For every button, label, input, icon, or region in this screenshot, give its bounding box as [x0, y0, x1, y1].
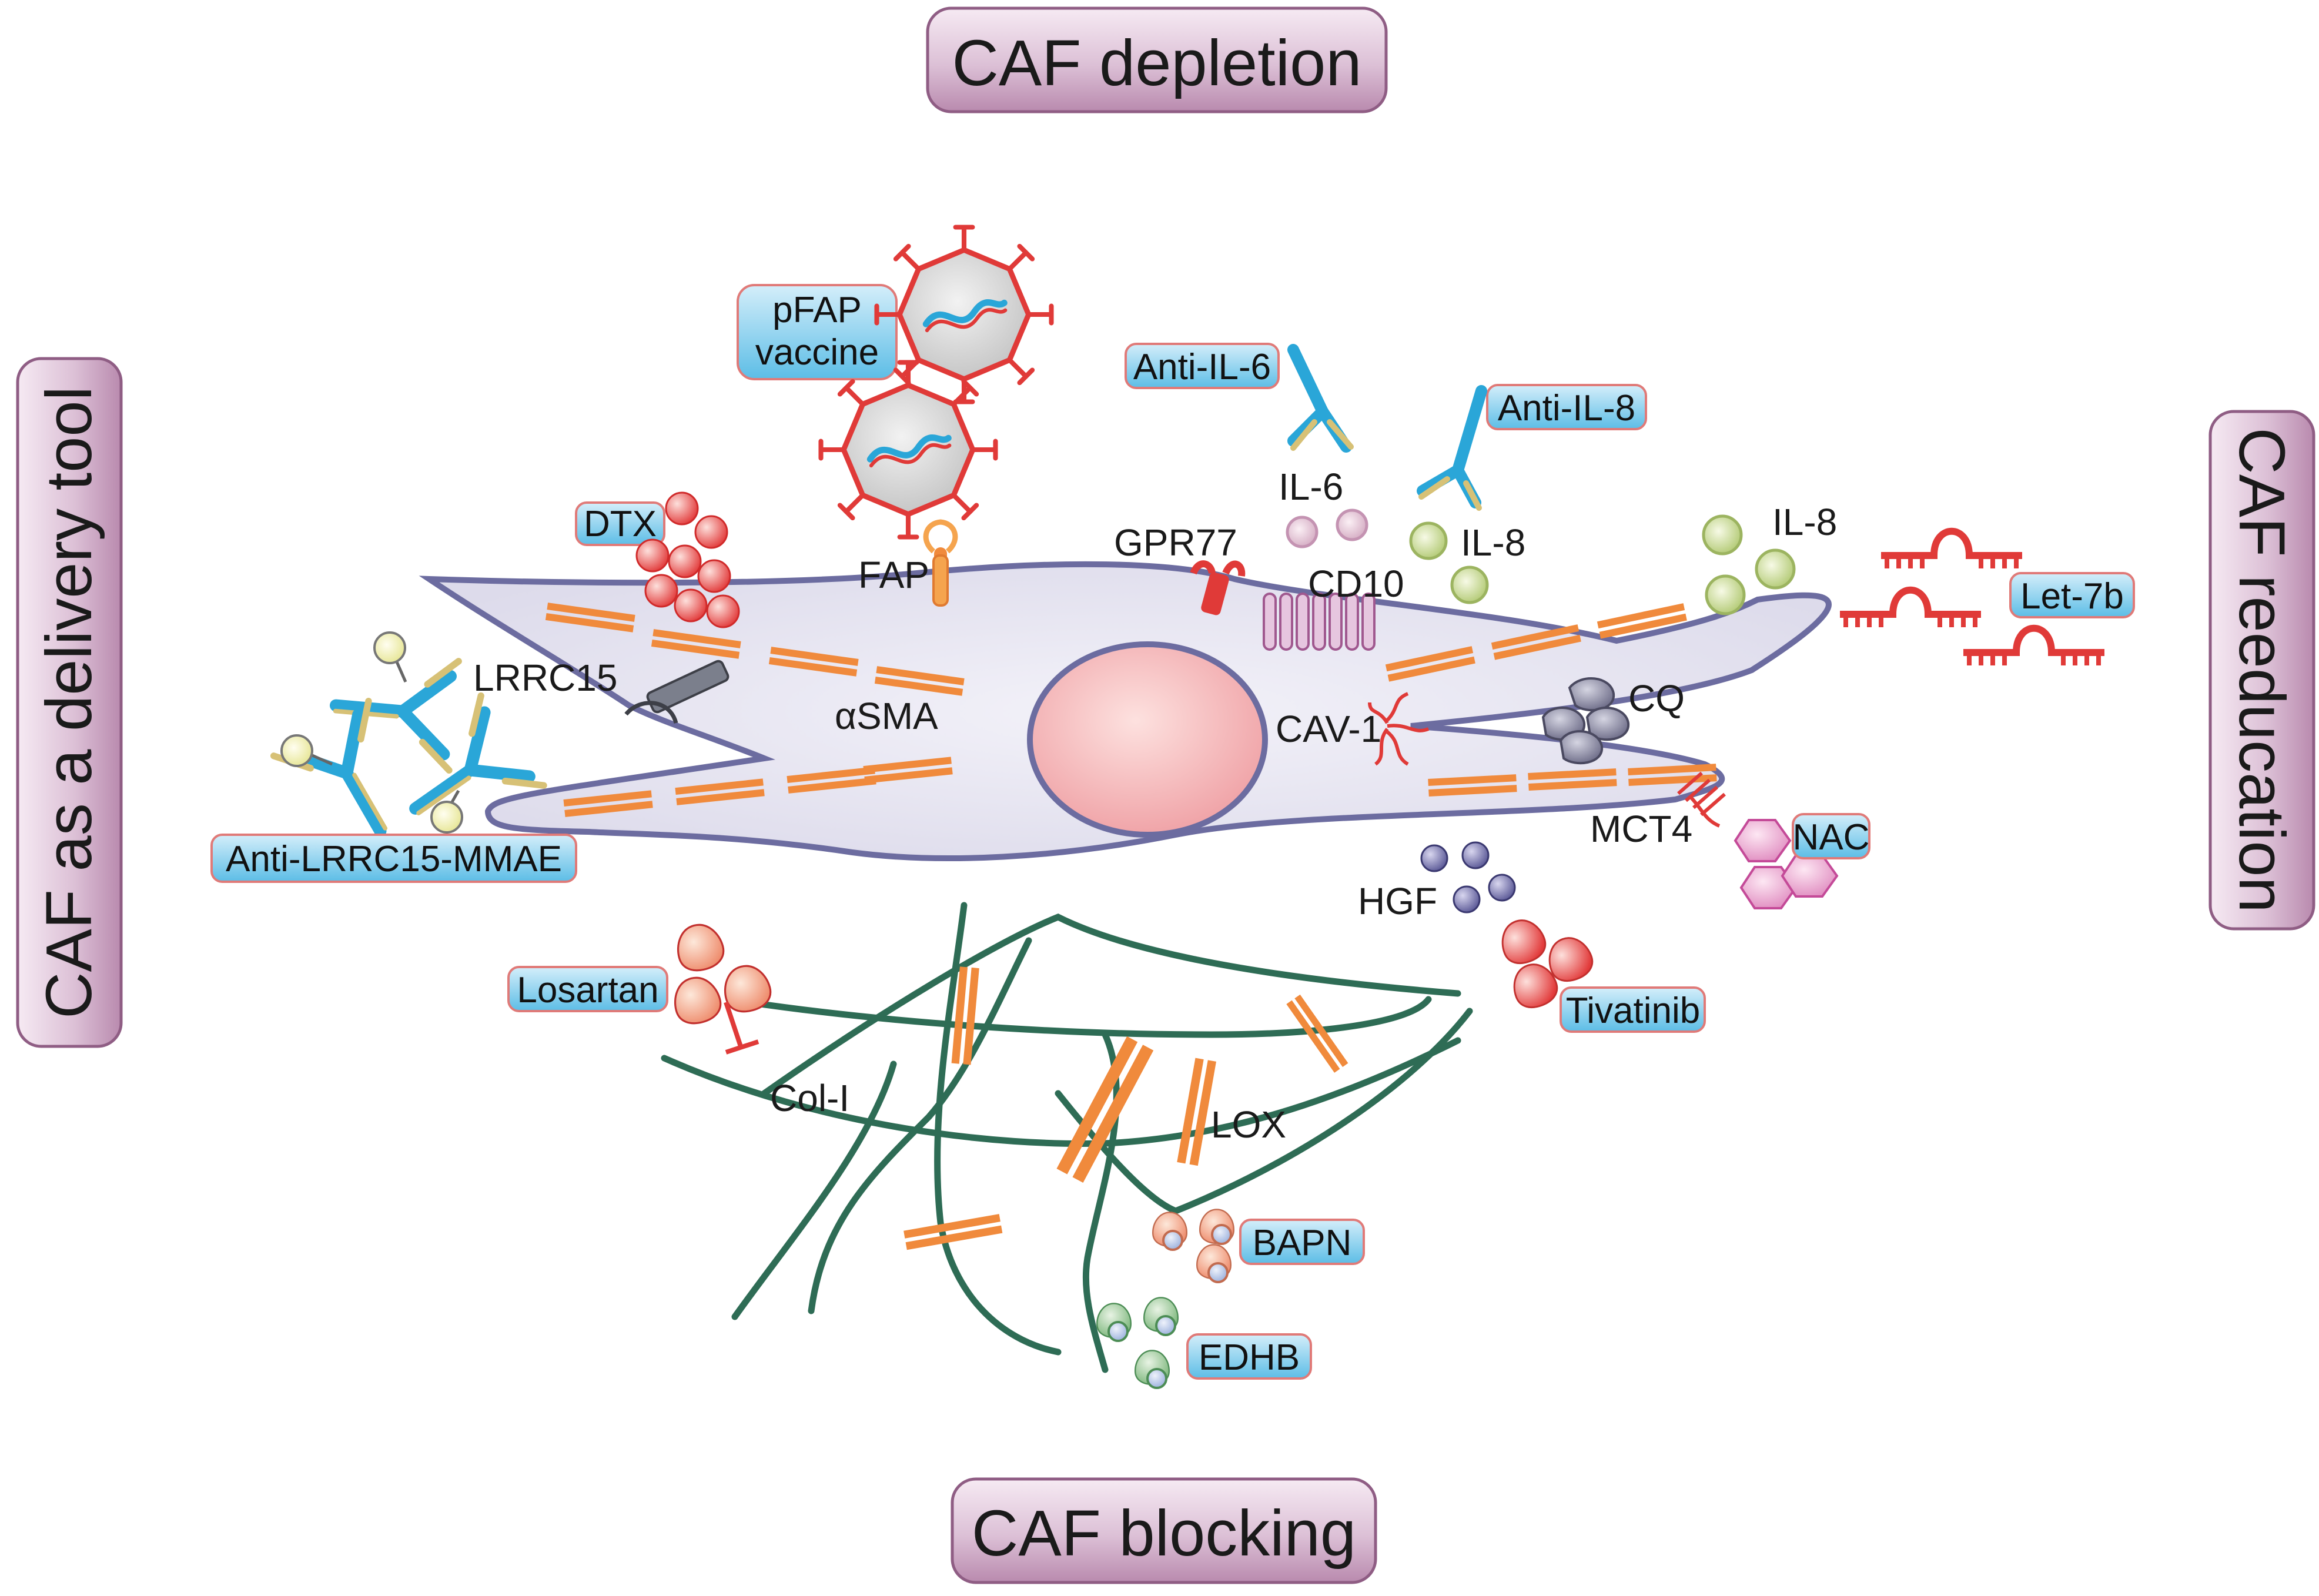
nac-label-box: NAC	[1792, 813, 1870, 859]
asma-label: αSMA	[835, 695, 938, 737]
category-caf-delivery-tool-label: CAF as a delivery tool	[33, 386, 105, 1019]
hgf-label: HGF	[1358, 880, 1437, 922]
losartan-label: Losartan	[517, 970, 658, 1011]
category-caf-reeducation-label: CAF reeducation	[2226, 427, 2298, 912]
il6-particles-icon	[1286, 508, 1368, 548]
nac-label: NAC	[1793, 817, 1870, 858]
cell-nucleus	[1027, 641, 1268, 838]
category-caf-depletion-label: CAF depletion	[952, 27, 1361, 99]
collagen-fiber-network	[661, 902, 1473, 1373]
anti-lrrc15-antibody-icon	[274, 701, 428, 859]
dtx-particles-icon	[635, 491, 740, 628]
pfap-vaccine-label-line1: pFAP	[772, 290, 862, 330]
category-caf-blocking-label: CAF blocking	[972, 1497, 1356, 1570]
let7b-label: Let-7b	[2020, 576, 2124, 617]
losartan-drops-icon	[668, 918, 776, 1029]
cav1-icon	[1368, 692, 1430, 766]
cd10-receptor-icon	[1263, 593, 1376, 651]
gpr77-receptor-icon	[1190, 560, 1246, 615]
cav1-label: CAV-1	[1276, 708, 1381, 750]
cq-particles-icon	[1541, 677, 1630, 765]
anti-il6-label-box: Anti-IL-6	[1125, 343, 1280, 389]
mct4-label: MCT4	[1590, 808, 1692, 850]
cq-label: CQ	[1628, 677, 1685, 720]
losartan-inhibition-icon	[724, 1001, 759, 1055]
anti-lrrc15-mmae-label-box: Anti-LRRC15-MMAE	[210, 834, 577, 883]
anti-il8-label: Anti-IL-8	[1498, 388, 1635, 429]
nac-particles-icon	[1734, 819, 1839, 909]
fap-receptor-icon	[923, 519, 958, 607]
il6-label: IL-6	[1279, 466, 1343, 508]
anti-il6-label: Anti-IL-6	[1133, 347, 1271, 387]
fap-label: FAP	[858, 554, 929, 596]
dtx-label: DTX	[584, 504, 657, 544]
category-caf-delivery-tool: CAF as a delivery tool	[16, 357, 123, 1048]
il8-far-label: IL-8	[1772, 501, 1837, 543]
col1-label: Col-I	[770, 1077, 849, 1119]
anti-il8-antibody-icon	[1417, 385, 1487, 511]
anti-il6-antibody-icon	[1287, 344, 1354, 453]
category-caf-depletion: CAF depletion	[926, 6, 1388, 113]
cd10-label: CD10	[1308, 563, 1404, 605]
let7b-rna-icon	[1881, 531, 2022, 568]
tivatinib-label: Tivatinib	[1566, 991, 1701, 1031]
category-caf-reeducation: CAF reeducation	[2208, 410, 2315, 931]
bapn-label: BAPN	[1253, 1223, 1352, 1263]
pfap-vaccine-label-box: pFAP vaccine	[737, 284, 898, 380]
il8-far-particles-icon	[1702, 514, 1796, 615]
let7b-rna-icon	[1963, 628, 2104, 665]
tivatinib-label-box: Tivatinib	[1560, 986, 1706, 1033]
anti-lrrc15-antibody-icon	[331, 631, 459, 770]
bapn-label-box: BAPN	[1239, 1219, 1365, 1265]
edhb-drops-icon	[1096, 1297, 1179, 1389]
anti-lrrc15-mmae-label: Anti-LRRC15-MMAE	[226, 839, 562, 879]
pfap-vaccine-label-line2: vaccine	[755, 332, 879, 373]
lox-label: LOX	[1211, 1103, 1286, 1146]
hgf-particles-icon	[1420, 841, 1516, 914]
bapn-drops-icon	[1152, 1209, 1235, 1283]
let7b-rna-icon	[1840, 590, 1981, 627]
il8-near-particles-icon	[1409, 521, 1489, 604]
lrrc15-label: LRRC15	[473, 657, 617, 699]
category-caf-blocking: CAF blocking	[951, 1477, 1377, 1584]
mct4-transporter-icon	[1677, 771, 1726, 828]
edhb-label: EDHB	[1199, 1337, 1300, 1378]
anti-lrrc15-antibody-icon	[384, 696, 544, 854]
lrrc15-receptor-icon	[624, 660, 730, 724]
losartan-label-box: Losartan	[507, 966, 668, 1012]
dtx-label-box: DTX	[575, 501, 665, 546]
let7b-label-box: Let-7b	[2009, 572, 2135, 618]
il8-near-label: IL-8	[1461, 521, 1525, 564]
gpr77-label: GPR77	[1114, 521, 1237, 564]
edhb-label-box: EDHB	[1186, 1333, 1312, 1380]
virus-icon	[877, 227, 1052, 402]
anti-il8-label-box: Anti-IL-8	[1486, 384, 1647, 430]
virus-icon	[821, 363, 996, 537]
